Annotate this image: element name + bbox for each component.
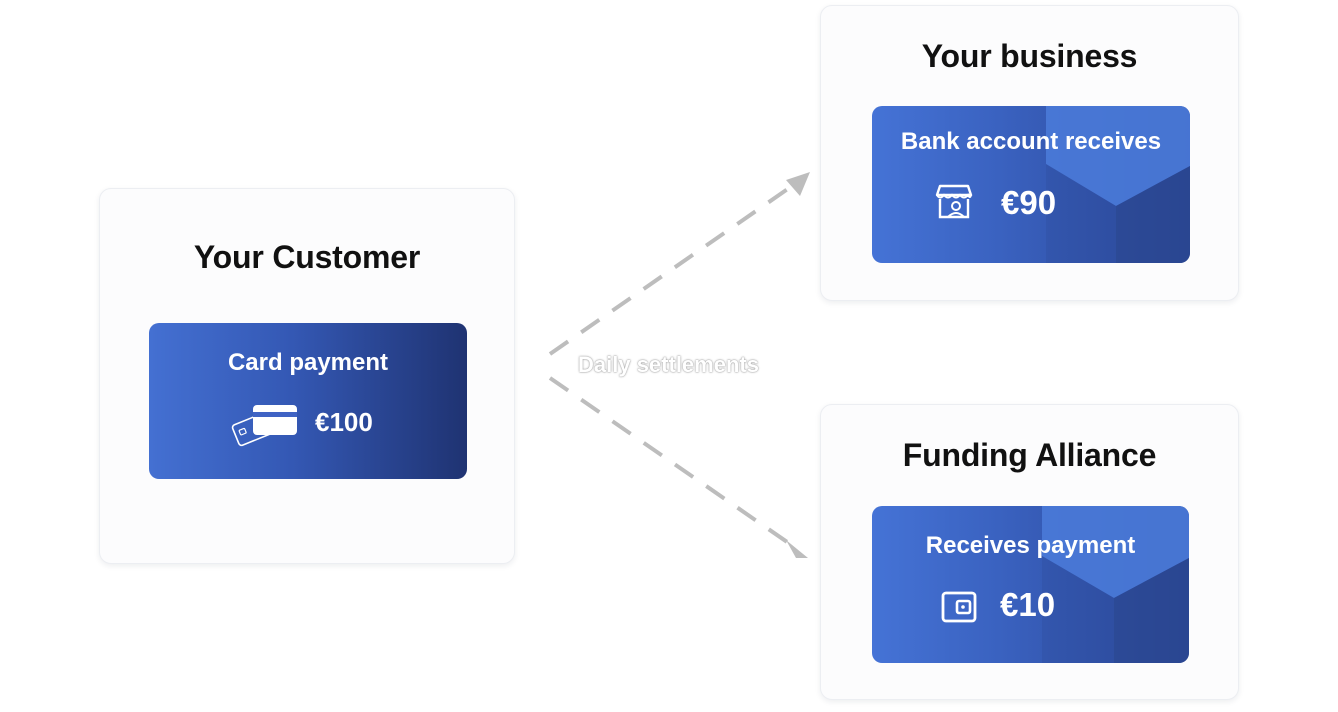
- alliance-payment-panel: Receives payment €10: [872, 506, 1189, 663]
- panel-facet-decoration: [1046, 106, 1190, 263]
- business-panel-label: Bank account receives: [900, 128, 1162, 155]
- customer-panel-label: Card payment: [227, 349, 389, 376]
- alliance-title: Funding Alliance: [902, 437, 1157, 473]
- customer-amount: €100: [315, 407, 373, 437]
- panel-facet-decoration: [1042, 506, 1189, 663]
- credit-cards-icon: [231, 405, 297, 447]
- customer-payment-panel: Card payment €100: [149, 323, 467, 479]
- storefront-icon: [935, 184, 973, 219]
- arrowhead-alliance-icon: [786, 540, 808, 558]
- alliance-card: Funding Alliance Receives payment €10: [820, 404, 1239, 700]
- business-payment-panel: Bank account receives €90: [872, 106, 1190, 263]
- wallet-icon: [941, 591, 977, 623]
- arrowhead-business-icon: [786, 172, 810, 196]
- business-title: Your business: [921, 38, 1138, 74]
- arrow-to-business: [548, 184, 794, 356]
- customer-card: Your Customer Card payment €100: [99, 188, 515, 564]
- customer-title: Your Customer: [193, 239, 421, 275]
- alliance-panel-label: Receives payment: [925, 532, 1136, 559]
- business-amount: €90: [1001, 184, 1057, 221]
- arrow-to-alliance: [548, 376, 792, 546]
- business-card: Your business Bank account receives €90: [820, 5, 1239, 301]
- alliance-amount: €10: [1000, 586, 1056, 623]
- flow-label: Daily settlements: [578, 352, 759, 377]
